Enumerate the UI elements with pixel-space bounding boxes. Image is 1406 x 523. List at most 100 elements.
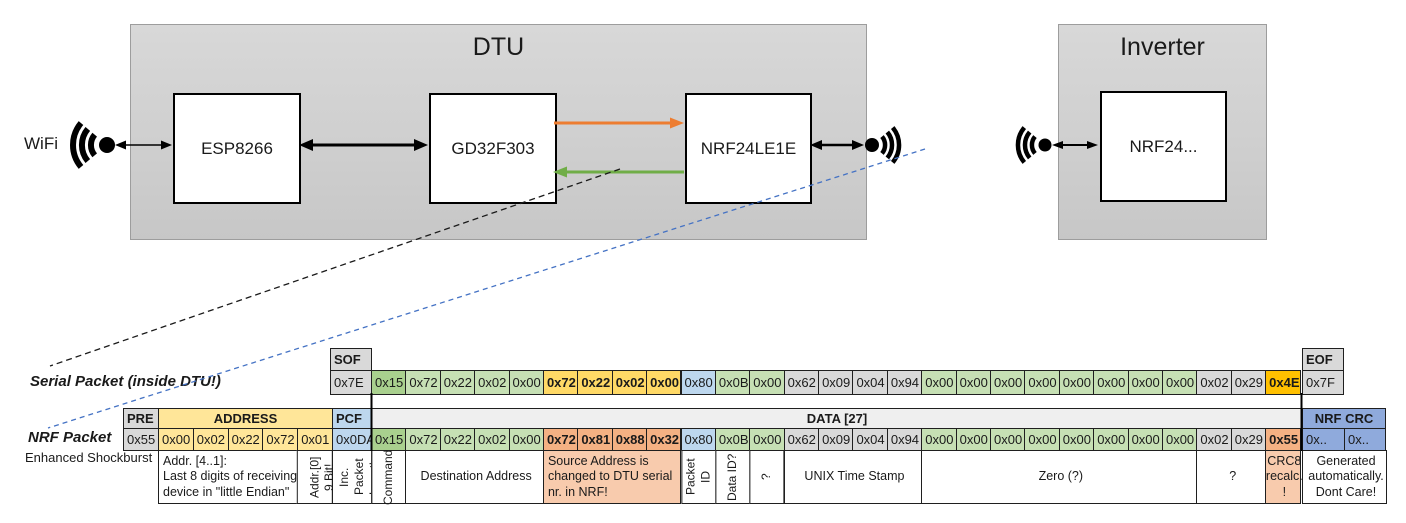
serial-byte-cell: 0x29 bbox=[1230, 370, 1267, 395]
pcf-value-cell: 0x0DA bbox=[332, 428, 375, 451]
note-unknown-byte: ? bbox=[749, 450, 785, 504]
serial-byte-cell: 0x00 bbox=[646, 370, 682, 395]
eof-header-cell: EOF bbox=[1302, 348, 1344, 371]
serial-byte-cell: 0x04 bbox=[852, 370, 888, 395]
nrf-byte-cell: 0x72 bbox=[405, 428, 441, 451]
note-command: Command bbox=[371, 449, 407, 505]
nrf-byte-cell: 0x72 bbox=[542, 428, 579, 451]
nrf-byte-cell: 0x00 bbox=[955, 428, 991, 451]
serial-byte-cell: 0x00 bbox=[1127, 370, 1163, 395]
nrf-byte-cell: 0x81 bbox=[577, 428, 613, 451]
sof-header-cell: SOF bbox=[330, 348, 372, 371]
dtu-radio-waves-icon bbox=[865, 126, 902, 164]
nrf-byte-cell: 0x02 bbox=[1196, 428, 1232, 451]
nrf-byte-cell: 0x29 bbox=[1230, 428, 1267, 451]
serial-byte-cell: 0x00 bbox=[921, 370, 957, 395]
note-crc8: CRC8 recalc. ! bbox=[1265, 450, 1303, 504]
nrf-byte-cell: 0x00 bbox=[1093, 428, 1129, 451]
antenna-dot bbox=[99, 137, 115, 153]
nrf-crc-value-cell: 0x.. bbox=[1344, 428, 1386, 451]
nrf-address-byte-cell: 0x22 bbox=[227, 428, 264, 451]
nrf-address-byte-cell: 0x72 bbox=[262, 428, 299, 451]
dtu-title: DTU bbox=[472, 33, 525, 61]
note-nrf-crc: Generated automatically. Dont Care! bbox=[1302, 450, 1387, 504]
note-address-4-1: Addr. [4..1]: Last 8 digits of receiving… bbox=[158, 450, 299, 504]
nrf-packet-label: NRF Packet bbox=[28, 429, 112, 446]
pcf-header-cell: PCF bbox=[332, 408, 372, 429]
serial-byte-cell: 0x80 bbox=[680, 370, 716, 395]
note-data-id: Data ID? bbox=[714, 450, 751, 504]
serial-byte-cell: 0x22 bbox=[577, 370, 613, 395]
nrf-byte-cell: 0x55 bbox=[1265, 428, 1301, 451]
serial-byte-cell: 0x00 bbox=[1058, 370, 1095, 395]
nrf-address-byte-cell: 0x00 bbox=[158, 428, 194, 451]
serial-byte-cell: 0x00 bbox=[955, 370, 991, 395]
antenna-dot bbox=[1038, 138, 1052, 152]
serial-byte-cell: 0x00 bbox=[1093, 370, 1129, 395]
note-unix-timestamp: UNIX Time Stamp bbox=[783, 450, 923, 504]
eof-value-cell: 0x7F bbox=[1302, 370, 1344, 395]
serial-byte-cell: 0x00 bbox=[1161, 370, 1198, 395]
nrf-byte-cell: 0x22 bbox=[439, 428, 476, 451]
esp8266-label: ESP8266 bbox=[201, 138, 273, 158]
nrf-crc-value-cell: 0x.. bbox=[1302, 428, 1345, 451]
nrf-byte-cell: 0x00 bbox=[1058, 428, 1095, 451]
inverter-radio-waves-icon bbox=[1015, 126, 1052, 164]
serial-byte-cell: 0x00 bbox=[1024, 370, 1060, 395]
nrf-byte-cell: 0x09 bbox=[818, 428, 854, 451]
nrf24-inverter-box: NRF24... bbox=[1100, 91, 1227, 202]
antenna-dot bbox=[865, 138, 879, 152]
serial-byte-cell: 0x02 bbox=[474, 370, 510, 395]
note-unknown-tail: ? bbox=[1196, 450, 1267, 504]
gd32f303-box: GD32F303 bbox=[429, 93, 557, 204]
pre-value-cell: 0x55 bbox=[123, 428, 159, 451]
note-zero: Zero (?) bbox=[921, 450, 1198, 504]
nrf-byte-cell: 0x62 bbox=[783, 428, 820, 451]
serial-byte-cell: 0x72 bbox=[542, 370, 579, 395]
note-packet-id: Packet ID bbox=[680, 450, 716, 504]
nrf-byte-cell: 0x00 bbox=[1127, 428, 1163, 451]
nrf24-inverter-label: NRF24... bbox=[1129, 136, 1198, 156]
serial-byte-cell: 0x62 bbox=[783, 370, 820, 395]
nrf-byte-cell: 0x00 bbox=[1161, 428, 1198, 451]
nrf-byte-cell: 0x04 bbox=[852, 428, 888, 451]
note-destination-address: Destination Address bbox=[405, 450, 544, 504]
nrf-byte-cell: 0x32 bbox=[646, 428, 682, 451]
nrf24le1e-label: NRF24LE1E bbox=[700, 138, 797, 158]
nrf-byte-cell: 0x80 bbox=[680, 428, 716, 451]
nrf-byte-cell: 0x00 bbox=[1024, 428, 1060, 451]
wifi-waves-icon bbox=[70, 121, 115, 169]
nrf-byte-cell: 0x00 bbox=[921, 428, 957, 451]
note-source-address: Source Address is changed to DTU serial … bbox=[542, 450, 682, 504]
nrf-byte-cell: 0x02 bbox=[474, 428, 510, 451]
esp8266-box: ESP8266 bbox=[173, 93, 301, 204]
pre-header-cell: PRE bbox=[123, 408, 159, 429]
nrf-byte-cell: 0x0B bbox=[714, 428, 751, 451]
enhanced-shockburst-label: Enhanced Shockburst bbox=[25, 450, 153, 465]
serial-byte-cell: 0x0B bbox=[714, 370, 751, 395]
nrf-byte-cell: 0x00 bbox=[508, 428, 544, 451]
serial-byte-cell: 0x94 bbox=[886, 370, 923, 395]
serial-byte-cell: 0x00 bbox=[990, 370, 1026, 395]
sof-value-cell: 0x7E bbox=[330, 370, 372, 395]
data-header-cell: DATA [27] bbox=[371, 408, 1303, 429]
nrf-byte-cell: 0x00 bbox=[749, 428, 785, 451]
serial-byte-cell: 0x00 bbox=[749, 370, 785, 395]
serial-byte-cell: 0x02 bbox=[1196, 370, 1232, 395]
address-header-cell: ADDRESS bbox=[158, 408, 333, 429]
wifi-label: WiFi bbox=[24, 134, 58, 153]
gd32f303-label: GD32F303 bbox=[451, 138, 535, 158]
nrf-byte-cell: 0x00 bbox=[990, 428, 1026, 451]
nrf-byte-cell: 0x15 bbox=[371, 428, 407, 451]
serial-byte-cell: 0x09 bbox=[818, 370, 854, 395]
serial-byte-cell: 0x22 bbox=[439, 370, 476, 395]
serial-byte-cell: 0x15 bbox=[371, 370, 407, 395]
nrf-address-byte-cell: 0x01 bbox=[297, 428, 333, 451]
inverter-title: Inverter bbox=[1120, 33, 1205, 61]
nrf-crc-header-cell: NRF CRC bbox=[1302, 408, 1386, 429]
serial-byte-cell: 0x02 bbox=[611, 370, 648, 395]
serial-packet-label: Serial Packet (inside DTU!) bbox=[30, 373, 221, 390]
nrf-address-byte-cell: 0x02 bbox=[192, 428, 229, 451]
serial-byte-cell: 0x72 bbox=[405, 370, 441, 395]
nrf-byte-cell: 0x94 bbox=[886, 428, 923, 451]
